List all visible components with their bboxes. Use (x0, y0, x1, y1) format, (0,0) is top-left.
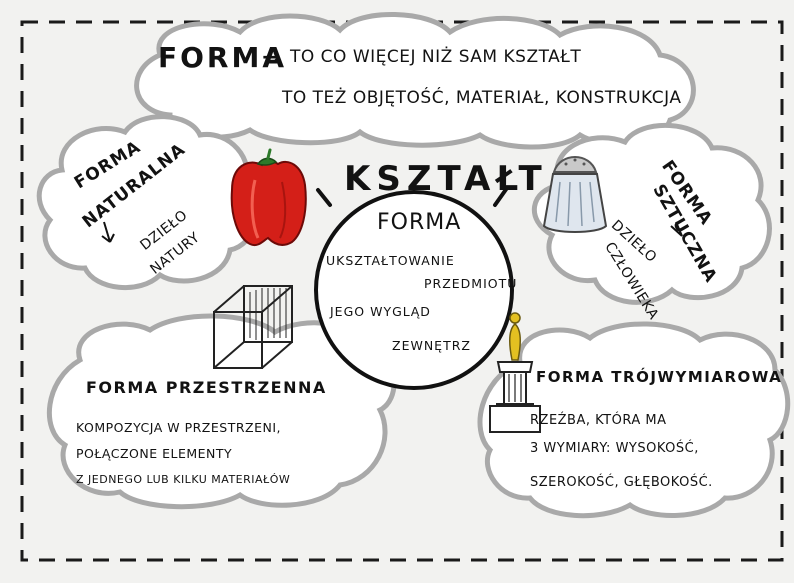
top-line-1: TO CO WIĘCEJ NIŻ SAM KSZTAŁT (290, 47, 582, 67)
bottom-left-cloud (47, 313, 397, 510)
title-accent (316, 186, 509, 207)
bottom-right-cloud (477, 321, 791, 519)
center-line-1: UKSZTAŁTOWANIE (326, 253, 455, 268)
bottom-right-line-1: RZEŹBA, KTÓRA MA (530, 413, 667, 428)
center-circle (314, 190, 514, 390)
bottom-left-heading: FORMA PRZESTRZENNA (86, 378, 327, 397)
bottom-left-line-1: KOMPOZYCJA W PRZESTRZENI, (76, 420, 281, 435)
top-forma-label: FORMA (158, 41, 288, 74)
bottom-right-line-2: 3 WYMIARY: WYSOKOŚĆ, (530, 441, 699, 456)
wire-cube-icon (213, 285, 293, 369)
bottom-left-line-3: Z JEDNEGO LUB KILKU MATERIAŁÓW (76, 473, 291, 486)
center-title: KSZTAŁT (344, 159, 548, 199)
bottom-left-line-2: POŁĄCZONE ELEMENTY (76, 446, 233, 461)
center-line-3: JEGO WYGLĄD (330, 304, 431, 319)
left-cloud (36, 114, 261, 291)
top-arrow: → (262, 45, 282, 70)
center-forma: FORMA (377, 210, 462, 235)
bottom-right-line-3: SZEROKOŚĆ, GŁĘBOKOŚĆ. (530, 475, 713, 490)
bell-pepper-icon (230, 148, 307, 247)
bottom-right-heading: FORMA TRÓJWYMIAROWA (536, 368, 783, 386)
left-arrow-shape (101, 221, 115, 243)
center-line-2: PRZEDMIOTU (424, 276, 518, 291)
statue-on-pedestal-icon (489, 312, 541, 433)
salt-shaker-icon (542, 156, 608, 233)
top-cloud (134, 12, 696, 150)
top-line-2: TO TEŻ OBJĘTOŚĆ, MATERIAŁ, KONSTRUKCJA (282, 88, 682, 108)
center-line-4: ZEWNĘTRZ (392, 338, 471, 353)
right-arrow-shape (670, 221, 683, 237)
